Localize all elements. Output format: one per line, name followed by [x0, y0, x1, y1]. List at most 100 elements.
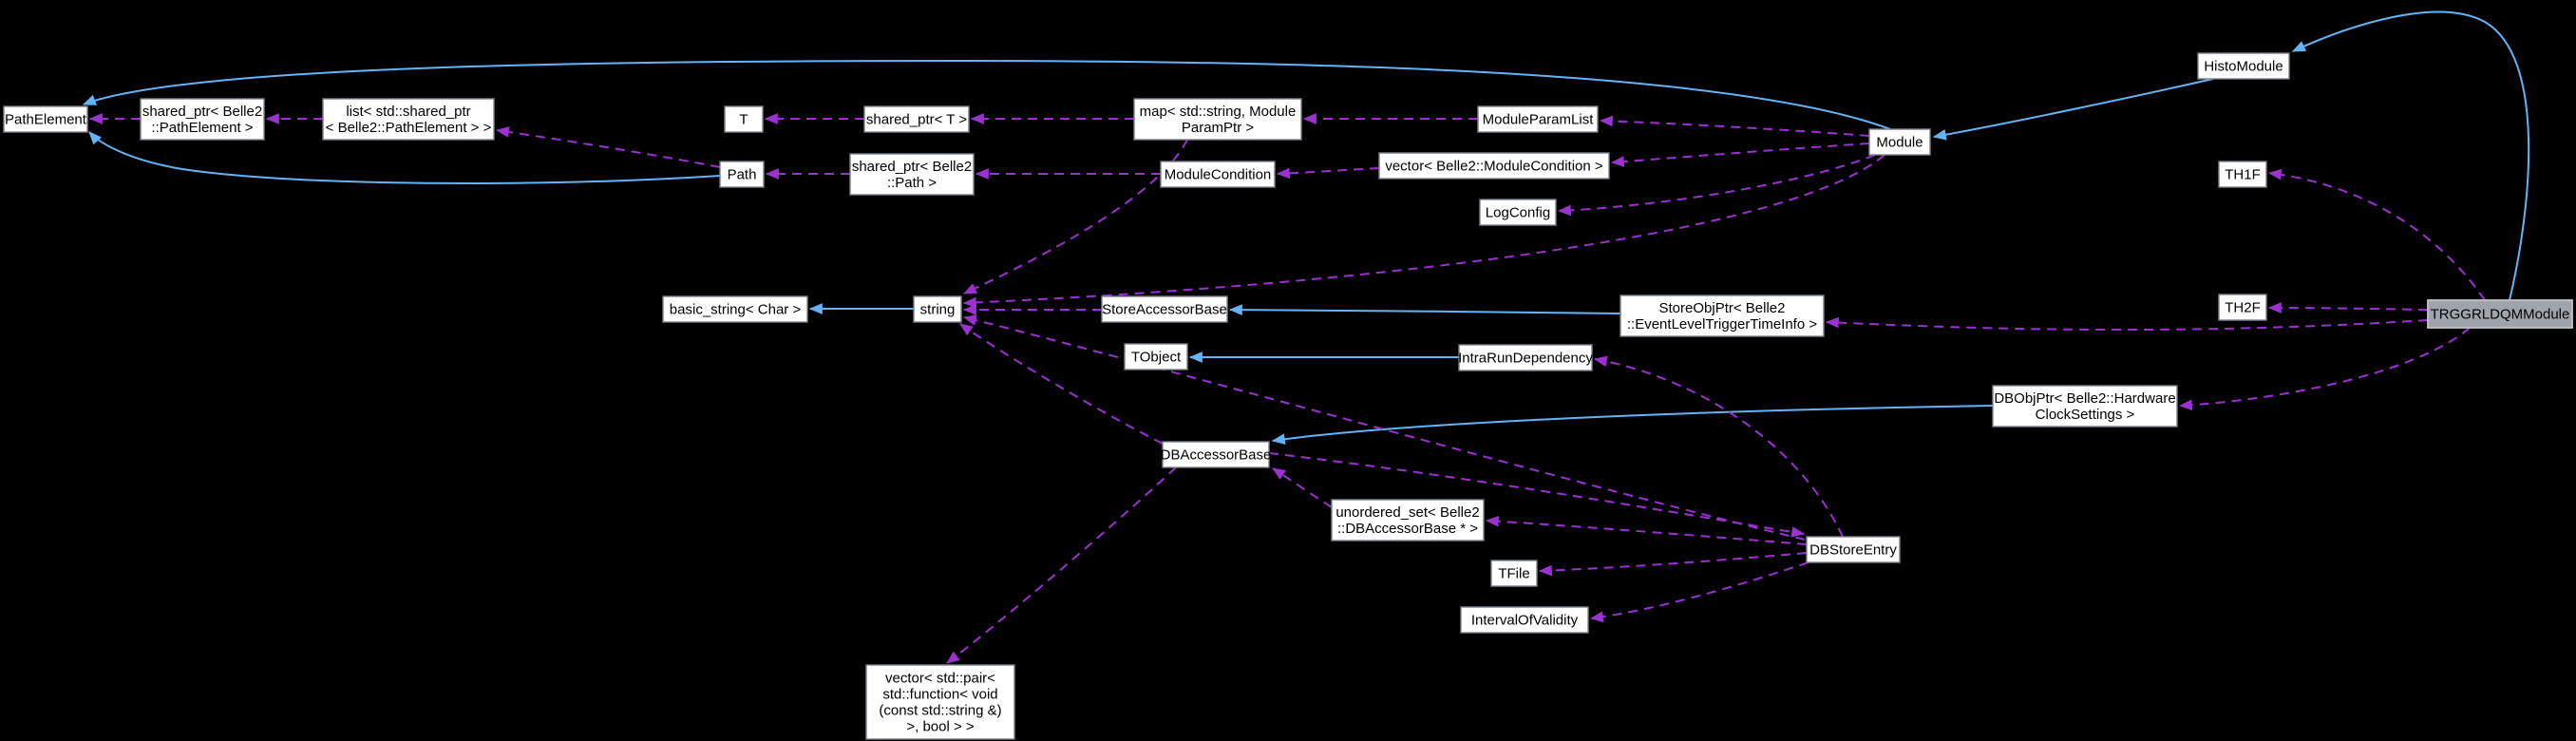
node-box-shared_ptr_path[interactable] — [849, 153, 975, 196]
node-label-tfile: TFile — [1498, 566, 1529, 582]
node-pathelement[interactable]: PathElement — [3, 105, 88, 133]
node-dbstoreentry[interactable]: DBStoreEntry — [1806, 536, 1901, 563]
node-th1f[interactable]: TH1F — [2218, 161, 2267, 188]
node-list_shared_ptr_pathelement[interactable]: list< std::shared_ptr< Belle2::PathEleme… — [322, 98, 495, 141]
edge-dbstoreentry-to-string — [962, 314, 1806, 541]
edge-vector_modulecondition-to-modulecondition — [1276, 167, 1380, 180]
node-tobject[interactable]: TObject — [1124, 343, 1188, 370]
node-label-unordered_set_dbaccessorbase: unordered_set< Belle2::DBAccessorBase * … — [1335, 504, 1479, 537]
node-box-trggrldqmmodule[interactable] — [2427, 299, 2573, 329]
node-shared_ptr_t[interactable]: shared_ptr< T > — [863, 105, 970, 133]
node-label-path: Path — [728, 167, 757, 183]
node-trggrldqmmodule[interactable]: TRGGRLDQMModule — [2427, 299, 2573, 329]
edge-unordered_set_dbaccessorbase-to-dbaccessorbase — [1272, 467, 1333, 508]
node-label-t: T — [739, 112, 748, 128]
node-shared_ptr_path[interactable]: shared_ptr< Belle2::Path > — [849, 153, 975, 196]
edge-module-to-pathelement — [82, 59, 1891, 130]
node-label-storeaccessorbase: StoreAccessorBase — [1102, 302, 1227, 318]
node-tfile[interactable]: TFile — [1490, 560, 1538, 587]
node-label-intervalofvalidity: IntervalOfValidity — [1471, 613, 1579, 629]
node-box-intervalofvalidity[interactable] — [1460, 606, 1589, 634]
edge-dbstoreentry-to-tfile — [1538, 552, 1808, 577]
node-box-shared_ptr_pathelement[interactable] — [140, 98, 265, 141]
node-box-vector_pair_function_bool[interactable] — [865, 664, 1015, 740]
node-box-tobject[interactable] — [1124, 343, 1188, 370]
node-box-path[interactable] — [719, 161, 765, 188]
node-box-storeaccessorbase[interactable] — [1101, 295, 1228, 323]
node-vector_modulecondition[interactable]: vector< Belle2::ModuleCondition > — [1378, 152, 1610, 180]
node-box-string[interactable] — [913, 295, 962, 323]
node-intervalofvalidity[interactable]: IntervalOfValidity — [1460, 606, 1589, 634]
node-box-intrarundependency[interactable] — [1458, 344, 1593, 371]
node-label-storeobjptr_eventleveltriggertimeinfo: StoreObjPtr< Belle2::EventLevelTriggerTi… — [1627, 300, 1817, 332]
node-path[interactable]: Path — [719, 161, 765, 188]
node-box-histomodule[interactable] — [2197, 52, 2290, 80]
node-box-module[interactable] — [1868, 128, 1931, 156]
node-box-th2f[interactable] — [2218, 294, 2267, 321]
node-label-shared_ptr_path: shared_ptr< Belle2::Path > — [852, 159, 972, 191]
node-label-module: Module — [1876, 135, 1923, 151]
node-box-dbaccessorbase[interactable] — [1162, 441, 1270, 468]
node-box-dbstoreentry[interactable] — [1806, 536, 1901, 563]
node-shared_ptr_pathelement[interactable]: shared_ptr< Belle2::PathElement > — [140, 98, 265, 141]
node-box-tfile[interactable] — [1490, 560, 1538, 587]
node-intrarundependency[interactable]: IntraRunDependency — [1458, 344, 1593, 371]
node-box-t[interactable] — [724, 105, 764, 133]
node-label-moduleparamlist: ModuleParamList — [1483, 112, 1595, 128]
node-label-logconfig: LogConfig — [1486, 205, 1550, 221]
edge-dbobjptr_hardwareclocksettings-to-dbaccessorbase — [1271, 405, 1994, 445]
edge-trggrldqmmodule-to-histomodule — [2291, 10, 2530, 301]
node-box-dbobjptr_hardwareclocksettings[interactable] — [1992, 385, 2178, 428]
node-histomodule[interactable]: HistoModule — [2197, 52, 2290, 80]
edge-dbaccessorbase-to-string — [959, 323, 1164, 445]
edge-trggrldqmmodule-to-th1f — [2267, 168, 2486, 301]
edge-map_moduleparamptr-to-string — [962, 139, 1188, 294]
edge-histomodule-to-module — [1932, 78, 2214, 141]
edge-dbstoreentry-to-intervalofvalidity — [1589, 561, 1809, 623]
node-label-vector_modulecondition: vector< Belle2::ModuleCondition > — [1385, 159, 1603, 175]
node-box-moduleparamlist[interactable] — [1477, 105, 1599, 133]
node-label-list_shared_ptr_pathelement: list< std::shared_ptr< Belle2::PathEleme… — [326, 104, 492, 136]
node-box-th1f[interactable] — [2218, 161, 2267, 188]
node-string[interactable]: string — [913, 295, 962, 323]
edge-trggrldqmmodule-to-storeobjptr_eventleveltriggertimeinfo — [1825, 316, 2429, 332]
node-vector_pair_function_bool[interactable]: vector< std::pair<std::function< void(co… — [865, 664, 1015, 740]
node-box-basic_string_char[interactable] — [662, 295, 808, 323]
node-box-unordered_set_dbaccessorbase[interactable] — [1331, 499, 1485, 542]
node-moduleparamlist[interactable]: ModuleParamList — [1477, 105, 1599, 133]
node-unordered_set_dbaccessorbase[interactable]: unordered_set< Belle2::DBAccessorBase * … — [1331, 499, 1485, 542]
edge-module-to-logconfig — [1557, 154, 1876, 217]
edge-path-to-pathelement — [88, 131, 721, 184]
node-storeaccessorbase[interactable]: StoreAccessorBase — [1101, 295, 1228, 323]
node-label-shared_ptr_pathelement: shared_ptr< Belle2::PathElement > — [142, 104, 262, 136]
node-modulecondition[interactable]: ModuleCondition — [1160, 161, 1276, 188]
edge-module-to-moduleparamlist — [1599, 115, 1870, 137]
node-box-map_moduleparamptr[interactable] — [1133, 98, 1302, 141]
node-dbaccessorbase[interactable]: DBAccessorBase — [1161, 441, 1272, 468]
node-box-shared_ptr_t[interactable] — [863, 105, 970, 133]
node-box-modulecondition[interactable] — [1160, 161, 1276, 188]
node-label-modulecondition: ModuleCondition — [1165, 167, 1272, 183]
node-box-pathelement[interactable] — [3, 105, 88, 133]
edge-dbstoreentry-to-unordered_set_dbaccessorbase — [1485, 515, 1808, 545]
node-box-storeobjptr_eventleveltriggertimeinfo[interactable] — [1619, 294, 1825, 337]
node-box-list_shared_ptr_pathelement[interactable] — [322, 98, 495, 141]
node-th2f[interactable]: TH2F — [2218, 294, 2267, 321]
edge-dbaccessorbase-to-vector_pair_function_bool — [946, 466, 1177, 664]
node-module[interactable]: Module — [1868, 128, 1931, 156]
node-box-vector_modulecondition[interactable] — [1378, 152, 1610, 180]
node-logconfig[interactable]: LogConfig — [1479, 199, 1557, 226]
node-basic_string_char[interactable]: basic_string< Char > — [662, 295, 808, 323]
node-label-th1f: TH1F — [2225, 167, 2261, 183]
node-storeobjptr_eventleveltriggertimeinfo[interactable]: StoreObjPtr< Belle2::EventLevelTriggerTi… — [1619, 294, 1825, 337]
nodes-layer: PathElement shared_ptr< Belle2::PathEleme… — [3, 52, 2573, 740]
node-box-logconfig[interactable] — [1479, 199, 1557, 226]
node-label-dbstoreentry: DBStoreEntry — [1809, 542, 1897, 559]
node-t[interactable]: T — [724, 105, 764, 133]
